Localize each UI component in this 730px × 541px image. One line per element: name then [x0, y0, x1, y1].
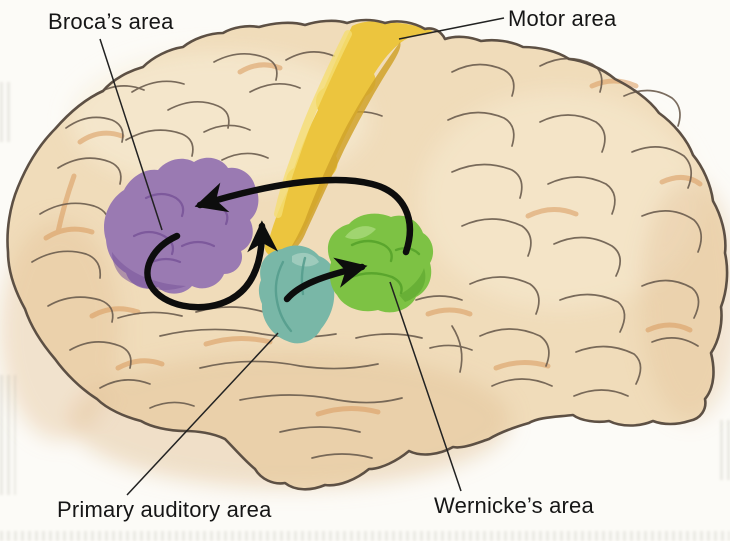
wernickes-highlight	[345, 226, 376, 240]
arrow-broca-to-motor	[144, 220, 279, 311]
brocas-area-shade	[112, 252, 186, 291]
leader-lines	[99, 17, 505, 496]
motor-area-shade	[288, 42, 401, 252]
broca-leader-line	[99, 38, 163, 231]
label-wernickes-area: Wernicke’s area	[434, 493, 594, 518]
motor-leader-line	[398, 17, 505, 40]
wernicke-leader-line	[389, 281, 462, 492]
label-primary-auditory-area: Primary auditory area	[57, 497, 272, 522]
labels: Broca’s area Motor area Primary auditory…	[48, 6, 617, 522]
auditory-leader-line	[126, 332, 279, 496]
arrow-auditory-to-wernicke	[283, 257, 368, 303]
wernickes-shade	[399, 268, 426, 302]
pathway-arrows	[144, 176, 414, 311]
label-brocas-area: Broca’s area	[48, 9, 174, 34]
brain-outline	[6, 18, 729, 491]
label-motor-area: Motor area	[508, 6, 617, 31]
arrow-wernicke-to-broca	[194, 176, 414, 256]
primary-auditory-folds	[274, 256, 307, 333]
